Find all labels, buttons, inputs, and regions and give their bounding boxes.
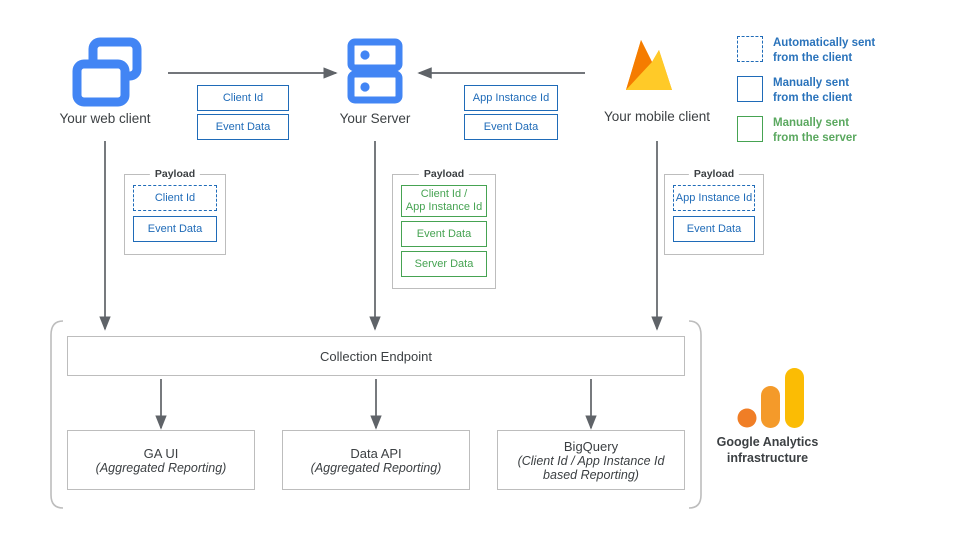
server-label: Your Server bbox=[339, 111, 411, 126]
ga-infrastructure-caption: Google Analytics infrastructure bbox=[716, 435, 819, 466]
transport-chip: Event Data bbox=[464, 114, 558, 140]
payload-mobile: Payload App Instance Id Event Data bbox=[664, 168, 764, 255]
legend-swatch-dashed-icon bbox=[737, 36, 763, 62]
transport-chip: App Instance Id bbox=[464, 85, 558, 111]
legend-item-automatic-client: Automatically sent from the client bbox=[737, 36, 875, 66]
web-client-label: Your web client bbox=[59, 111, 151, 126]
legend-label: Manually sent from the server bbox=[773, 117, 857, 145]
bracket-left bbox=[50, 320, 64, 509]
outcome-subtitle: (Aggregated Reporting) bbox=[95, 460, 227, 475]
legend-swatch-solid-green-icon bbox=[737, 116, 763, 142]
outcome-subtitle: (Client Id / App Instance Id based Repor… bbox=[517, 453, 665, 482]
legend-item-manual-client: Manually sent from the client bbox=[737, 76, 852, 106]
payload-title: Payload bbox=[149, 168, 201, 180]
payload-chip: Client Id bbox=[133, 185, 217, 211]
outcome-data-api[interactable]: Data API (Aggregated Reporting) bbox=[282, 430, 470, 490]
legend-label: Manually sent from the client bbox=[773, 77, 853, 105]
legend-item-manual-server: Manually sent from the server bbox=[737, 116, 857, 146]
google-analytics-bars-icon bbox=[737, 368, 804, 428]
transport-chips-mobile: App Instance Id Event Data bbox=[464, 85, 558, 140]
transport-chips-web: Client Id Event Data bbox=[197, 85, 289, 140]
collection-endpoint-label: Collection Endpoint bbox=[319, 348, 433, 364]
firebase-flame-icon bbox=[626, 40, 672, 90]
server-node: Your Server bbox=[325, 36, 425, 126]
payload-chip: App Instance Id bbox=[673, 185, 755, 211]
server-rack-icon bbox=[347, 38, 403, 104]
outcome-title: BigQuery bbox=[563, 438, 619, 454]
payload-web: Payload Client Id Event Data bbox=[124, 168, 226, 255]
payload-server: Payload Client Id / App Instance Id Even… bbox=[392, 168, 496, 289]
mobile-client-node: Your mobile client bbox=[582, 34, 732, 124]
transport-chip: Event Data bbox=[197, 114, 289, 140]
web-client-node: Your web client bbox=[55, 36, 155, 126]
outcome-subtitle: (Aggregated Reporting) bbox=[310, 460, 442, 475]
legend-swatch-solid-blue-icon bbox=[737, 76, 763, 102]
payload-chip: Event Data bbox=[673, 216, 755, 242]
payload-chip: Event Data bbox=[401, 221, 487, 247]
mobile-client-label: Your mobile client bbox=[603, 109, 711, 124]
web-windows-icon bbox=[72, 37, 142, 107]
payload-chip: Server Data bbox=[401, 251, 487, 277]
outcome-title: GA UI bbox=[143, 445, 179, 461]
outcome-title: Data API bbox=[350, 445, 402, 461]
payload-title: Payload bbox=[418, 168, 470, 180]
legend-label: Automatically sent from the client bbox=[773, 37, 876, 65]
payload-title: Payload bbox=[688, 168, 740, 180]
payload-chip: Event Data bbox=[133, 216, 217, 242]
outcome-ga-ui[interactable]: GA UI (Aggregated Reporting) bbox=[67, 430, 255, 490]
outcome-bigquery[interactable]: BigQuery (Client Id / App Instance Id ba… bbox=[497, 430, 685, 490]
bracket-right bbox=[688, 320, 702, 509]
ga-infrastructure-node: Google Analytics infrastructure bbox=[705, 368, 830, 467]
transport-chip: Client Id bbox=[197, 85, 289, 111]
payload-chip: Client Id / App Instance Id bbox=[401, 185, 487, 217]
collection-endpoint-box[interactable]: Collection Endpoint bbox=[67, 336, 685, 376]
